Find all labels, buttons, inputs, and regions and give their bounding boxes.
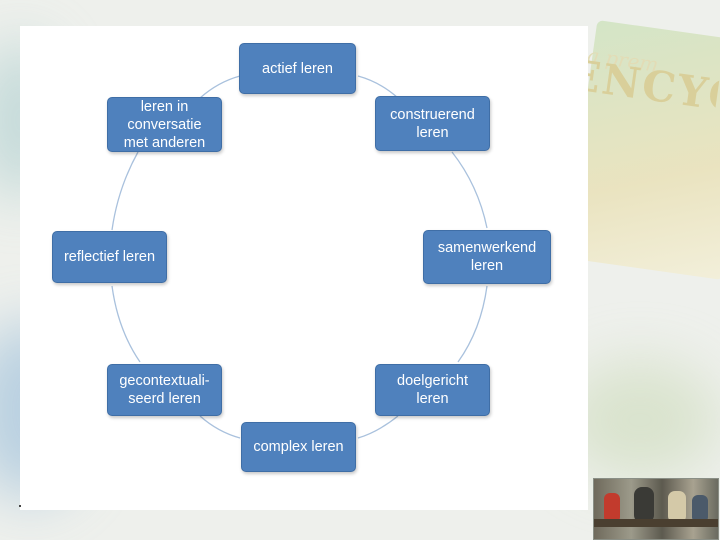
- node-label: actief leren: [262, 60, 333, 78]
- node-label: complex leren: [253, 438, 343, 456]
- node-complex-leren: complex leren: [241, 422, 356, 472]
- node-doelgericht-leren: doelgericht leren: [375, 364, 490, 416]
- node-gecontextualiseerd-leren: gecontextuali- seerd leren: [107, 364, 222, 416]
- slide-marker-dot: [19, 505, 21, 507]
- node-actief-leren: actief leren: [239, 43, 356, 94]
- node-label: leren in conversatie met anderen: [124, 98, 205, 152]
- node-label: reflectief leren: [64, 248, 155, 266]
- node-label: gecontextuali- seerd leren: [119, 372, 209, 408]
- connector-actief-construerend: [358, 76, 398, 98]
- connector-samenwerkend-doelgericht: [458, 286, 487, 362]
- node-samenwerkend-leren: samenwerkend leren: [423, 230, 551, 284]
- photo-figure: [634, 487, 654, 523]
- connector-conversatie-actief: [200, 76, 240, 98]
- node-label: samenwerkend leren: [438, 239, 536, 275]
- node-label: construerend leren: [390, 106, 475, 142]
- node-construerend-leren: construerend leren: [375, 96, 490, 151]
- connector-gecontextualiseerd-reflectief: [112, 286, 140, 362]
- node-reflectief-leren: reflectief leren: [52, 231, 167, 283]
- connector-complex-gecontextualiseerd: [200, 416, 240, 438]
- connector-reflectief-conversatie: [112, 152, 138, 230]
- node-leren-in-conversatie: leren in conversatie met anderen: [107, 97, 222, 152]
- connector-doelgericht-complex: [358, 416, 398, 438]
- connector-construerend-samenwerkend: [452, 152, 487, 228]
- corner-photo-thumbnail: [593, 478, 719, 540]
- photo-bench: [594, 519, 718, 527]
- node-label: doelgericht leren: [397, 372, 468, 408]
